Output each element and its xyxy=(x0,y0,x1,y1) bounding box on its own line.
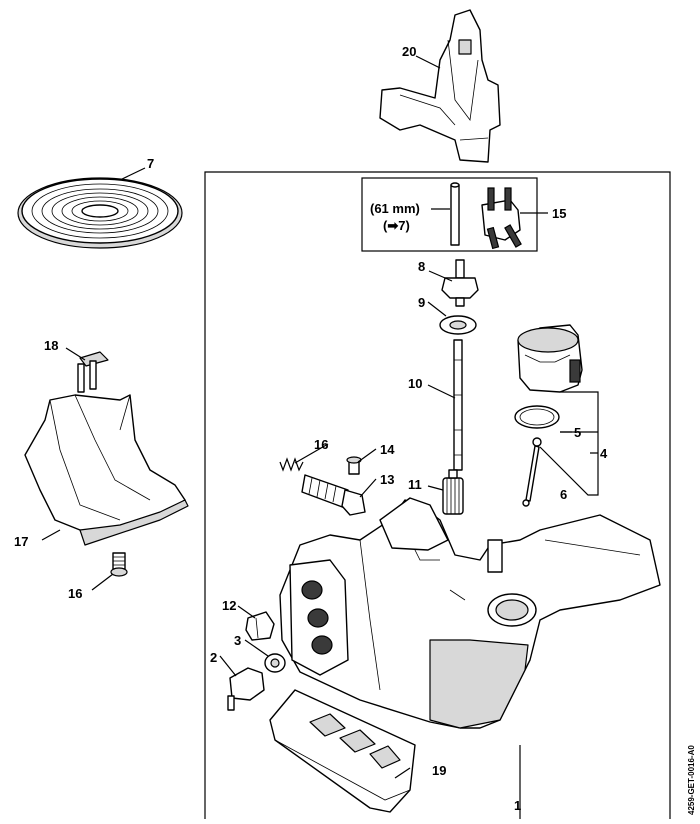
callout-8: 8 xyxy=(418,259,425,274)
callout-2: 2 xyxy=(210,650,217,665)
part-9-grommet xyxy=(439,315,477,335)
callout-14: 14 xyxy=(380,442,395,457)
hose-kit-box xyxy=(361,177,538,252)
callout-6: 6 xyxy=(560,487,567,502)
hose-length-label: (61 mm) xyxy=(370,201,420,216)
part-11-fuel-filter xyxy=(442,469,464,515)
part-12-plug xyxy=(245,611,275,641)
part-16-spring xyxy=(279,457,304,472)
callout-16-upper: 16 xyxy=(314,437,328,452)
part-18-clip xyxy=(77,351,109,393)
part-13-adjusting-screw xyxy=(301,474,366,516)
part-5-seal-ring xyxy=(514,405,560,429)
callout-20: 20 xyxy=(402,44,416,59)
part-19-cover xyxy=(269,689,416,813)
callout-3: 3 xyxy=(234,633,241,648)
callout-19: 19 xyxy=(432,763,446,778)
assembly-frame xyxy=(204,171,671,824)
drawing-code: 4259-GET-0016-A0 xyxy=(687,745,696,815)
part-6-retaining-strap xyxy=(522,437,542,507)
part-2-valve xyxy=(227,667,265,711)
part-3-washer xyxy=(264,653,286,673)
callout-18: 18 xyxy=(44,338,58,353)
callout-11: 11 xyxy=(408,477,422,492)
part-14-screw xyxy=(346,456,362,475)
callout-17: 17 xyxy=(14,534,28,549)
hose-reference-label: (➡7) xyxy=(383,218,410,233)
callout-16-left: 16 xyxy=(68,586,82,601)
callout-13: 13 xyxy=(380,472,394,487)
part-8-pickup-body xyxy=(441,259,479,307)
part-7-hose-coil xyxy=(17,177,183,249)
part-4-tank-cap xyxy=(517,324,583,393)
callout-12: 12 xyxy=(222,598,236,613)
callout-10: 10 xyxy=(408,376,422,391)
part-16-screw-left xyxy=(110,552,128,577)
callout-7: 7 xyxy=(147,156,154,171)
part-15-hose-kit xyxy=(450,182,522,250)
callout-4: 4 xyxy=(600,446,608,461)
callout-15: 15 xyxy=(552,206,566,221)
part-1-tank-housing xyxy=(279,497,661,729)
part-17-cover xyxy=(24,394,189,546)
part-20-handle-frame xyxy=(379,9,501,163)
callout-5: 5 xyxy=(574,425,581,440)
part-10-fuel-hose xyxy=(453,339,463,471)
leader-lines xyxy=(41,55,599,824)
callout-9: 9 xyxy=(418,295,425,310)
callout-1: 1 xyxy=(514,798,521,813)
